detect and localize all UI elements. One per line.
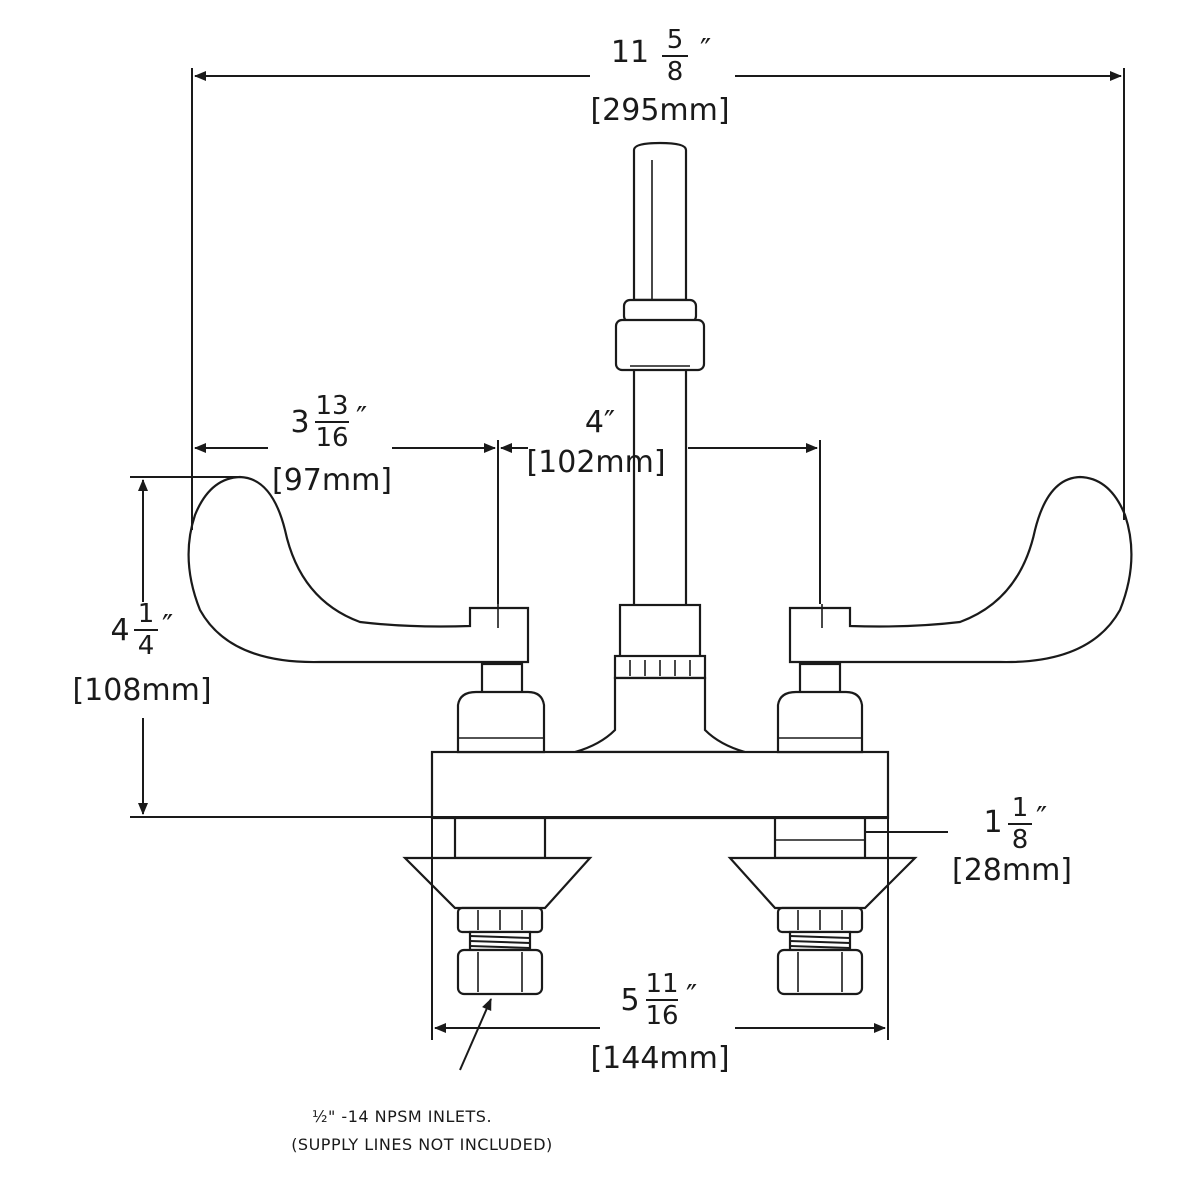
inlet-note: ½" -14 NPSM INLETS. (SUPPLY LINES NOT IN… [291, 998, 553, 1154]
base-width-whole: 5 [620, 983, 639, 1018]
shank-inch-mark: ″ [1036, 801, 1047, 836]
left-valve [456, 662, 546, 754]
faucet-illustration [187, 141, 1133, 996]
height-numerator: 1 [138, 599, 155, 629]
overall-width-whole: 11 [611, 35, 649, 70]
height-inch-mark: ″ [162, 609, 173, 644]
shank-numerator: 1 [1012, 793, 1029, 823]
inlet-note-line-2: (SUPPLY LINES NOT INCLUDED) [291, 1135, 553, 1154]
left-inlet-nut [456, 906, 544, 996]
left-flange [402, 856, 593, 910]
base-width-dimension: 5 11 16 ″ [144mm] [431, 818, 889, 1076]
right-valve [776, 662, 864, 754]
overall-width-inch-mark: ″ [700, 33, 711, 68]
shank-denominator: 8 [1012, 825, 1029, 855]
centers-dimension: 4″ [102mm] [500, 405, 821, 604]
handle-reach-dimension: 3 13 16 ″ [97mm] [194, 391, 499, 604]
centers-inch: 4″ [585, 405, 615, 440]
overall-width-numerator: 5 [667, 25, 684, 55]
handle-reach-denominator: 16 [315, 423, 348, 453]
left-shank [453, 816, 547, 860]
handle-reach-inch-mark: ″ [356, 401, 367, 436]
shank-metric: [28mm] [952, 853, 1072, 888]
right-shank [773, 816, 867, 860]
height-dimension: 4 1 4 ″ [108mm] [72, 476, 888, 818]
height-denominator: 4 [138, 631, 155, 661]
shank-whole: 1 [983, 805, 1002, 840]
base-width-numerator: 11 [645, 969, 678, 999]
overall-width-denominator: 8 [667, 57, 684, 87]
base-width-denominator: 16 [645, 1001, 678, 1031]
base-width-metric: [144mm] [590, 1041, 729, 1076]
centers-metric: [102mm] [526, 445, 665, 480]
right-flange [727, 856, 918, 910]
right-wrist-blade-handle [788, 475, 1133, 664]
gooseneck-spout [574, 141, 746, 754]
overall-width-dimension: 11 5 8 ″ [295mm] [191, 25, 1125, 530]
right-inlet-nut [776, 906, 864, 996]
height-metric: [108mm] [72, 673, 211, 708]
base-width-inch-mark: ″ [686, 979, 697, 1014]
handle-reach-whole: 3 [290, 405, 309, 440]
inlet-leader-arrow [459, 998, 492, 1071]
handle-reach-metric: [97mm] [272, 463, 392, 498]
inlet-note-line-1: ½" -14 NPSM INLETS. [312, 1107, 492, 1126]
left-wrist-blade-handle [187, 475, 530, 664]
handle-reach-numerator: 13 [315, 391, 348, 421]
faucet-deck-body [430, 750, 890, 820]
overall-width-metric: [295mm] [590, 93, 729, 128]
height-whole: 4 [110, 613, 129, 648]
shank-dimension: 1 1 8 ″ [28mm] [865, 793, 1072, 888]
